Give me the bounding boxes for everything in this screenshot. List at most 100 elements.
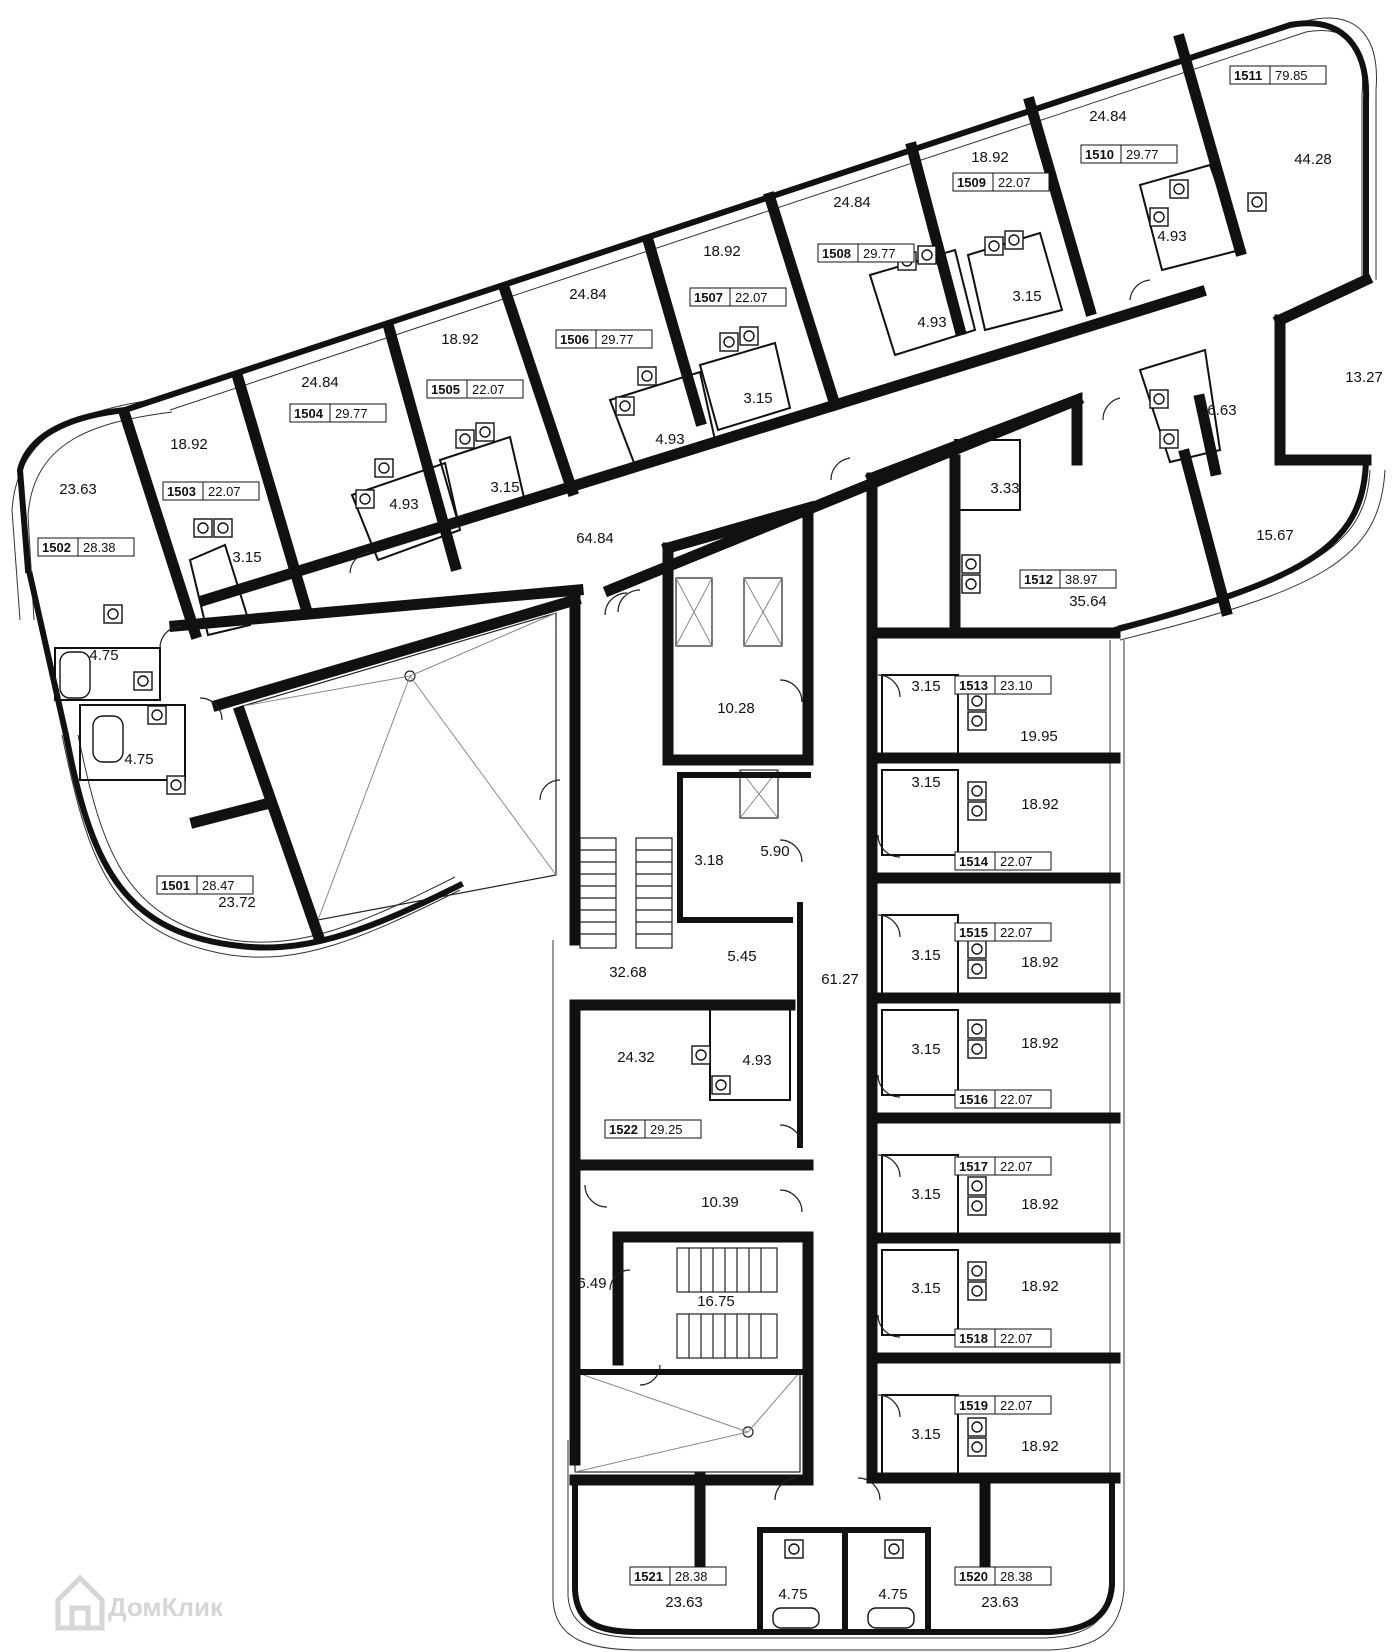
- unit-total-area: 22.07: [472, 382, 505, 397]
- room-area-label: 10.39: [701, 1194, 739, 1211]
- unit-number: 1514: [959, 854, 989, 869]
- watermark-text: ДомКлик: [108, 1592, 224, 1622]
- facade-glazing: [11, 17, 1386, 1651]
- unit-number: 1501: [161, 878, 190, 893]
- unit-total-area: 22.07: [735, 290, 768, 305]
- room-area-label: 23.72: [218, 894, 256, 911]
- room-area-label: 19.95: [1020, 728, 1058, 745]
- unit-total-area: 22.07: [1000, 1159, 1033, 1174]
- unit-total-area: 22.07: [1000, 1398, 1033, 1413]
- room-area-label: 3.15: [911, 774, 940, 791]
- unit-number: 1519: [959, 1398, 988, 1413]
- unit-tag-box: [162, 481, 260, 501]
- unit-tag[interactable]: 1516 22.07: [954, 1089, 1052, 1109]
- watermark: ДомКлик: [55, 1574, 224, 1631]
- unit-total-area: 29.25: [650, 1122, 683, 1137]
- room-area-label: 23.63: [59, 481, 97, 498]
- unit-tag[interactable]: 1519 22.07: [954, 1395, 1052, 1415]
- unit-tag[interactable]: 1505 22.07: [426, 379, 524, 399]
- room-area-label: 23.63: [665, 1594, 703, 1611]
- doors: [159, 279, 1151, 1501]
- unit-total-area: 22.07: [1000, 1092, 1033, 1107]
- room-area-label: 18.92: [703, 243, 741, 260]
- unit-tag-box: [156, 875, 254, 895]
- unit-number: 1512: [1024, 572, 1053, 587]
- unit-tag-box: [555, 329, 653, 349]
- unit-tag[interactable]: 1501 28.47: [156, 875, 254, 895]
- unit-tag-box: [1229, 65, 1327, 85]
- room-area-label: 18.92: [971, 149, 1009, 166]
- room-area-label: 3.15: [911, 678, 940, 695]
- unit-tag[interactable]: 1522 29.25: [604, 1119, 702, 1139]
- unit-number: 1518: [959, 1331, 988, 1346]
- room-area-label: 4.75: [778, 1586, 807, 1603]
- room-area-label: 64.84: [576, 530, 614, 547]
- room-area-label: 61.27: [821, 971, 859, 988]
- unit-number: 1506: [560, 332, 589, 347]
- unit-tag[interactable]: 1513 23.10: [954, 675, 1052, 695]
- room-area-label: 18.92: [170, 436, 208, 453]
- room-area-label: 3.15: [911, 947, 940, 964]
- unit-total-area: 22.07: [998, 175, 1031, 190]
- room-area-label: 23.63: [981, 1594, 1019, 1611]
- unit-tag-box: [289, 403, 387, 423]
- room-area-label: 18.92: [1021, 1278, 1059, 1295]
- room-area-label: 5.90: [760, 843, 789, 860]
- room-areas: 23.6318.9224.8418.9224.8418.9224.8418.92…: [59, 108, 1383, 1611]
- unit-number: 1520: [959, 1569, 988, 1584]
- room-area-label: 18.92: [1021, 1196, 1059, 1213]
- unit-tag[interactable]: 1514 22.07: [954, 851, 1052, 871]
- unit-total-area: 28.38: [675, 1569, 708, 1584]
- room-area-label: 16.75: [697, 1293, 735, 1310]
- unit-number: 1505: [431, 382, 460, 397]
- room-area-label: 4.93: [389, 496, 418, 513]
- unit-tag[interactable]: 1506 29.77: [555, 329, 653, 349]
- unit-tag-box: [426, 379, 524, 399]
- unit-tag-box: [604, 1119, 702, 1139]
- house-icon: [55, 1574, 105, 1631]
- unit-number: 1511: [1234, 68, 1262, 83]
- unit-total-area: 22.07: [208, 484, 241, 499]
- room-area-label: 18.92: [1021, 1438, 1059, 1455]
- room-area-label: 3.15: [1012, 288, 1041, 305]
- unit-tag[interactable]: 1509 22.07: [952, 172, 1050, 192]
- room-area-label: 3.15: [911, 1041, 940, 1058]
- unit-tag[interactable]: 1518 22.07: [954, 1328, 1052, 1348]
- room-area-label: 18.92: [1021, 1035, 1059, 1052]
- unit-number: 1516: [959, 1092, 988, 1107]
- unit-number: 1509: [957, 175, 986, 190]
- unit-total-area: 29.77: [601, 332, 634, 347]
- room-area-label: 3.15: [232, 549, 261, 566]
- unit-number: 1515: [959, 925, 988, 940]
- unit-total-area: 22.07: [1000, 1331, 1033, 1346]
- room-area-label: 5.45: [727, 948, 756, 965]
- room-area-label: 24.84: [569, 286, 607, 303]
- unit-tag-box: [1019, 569, 1117, 589]
- unit-number: 1510: [1085, 147, 1114, 162]
- unit-total-area: 23.10: [1000, 678, 1033, 693]
- unit-tag-box: [954, 851, 1052, 871]
- unit-tag-box: [954, 1566, 1052, 1586]
- unit-number: 1522: [609, 1122, 638, 1137]
- bathroom-walls: [54, 163, 1242, 1479]
- room-area-label: 18.92: [1021, 796, 1059, 813]
- unit-total-area: 22.07: [1000, 854, 1033, 869]
- unit-number: 1513: [959, 678, 988, 693]
- room-area-label: 3.15: [743, 390, 772, 407]
- unit-total-area: 28.47: [202, 878, 235, 893]
- unit-total-area: 29.77: [863, 246, 896, 261]
